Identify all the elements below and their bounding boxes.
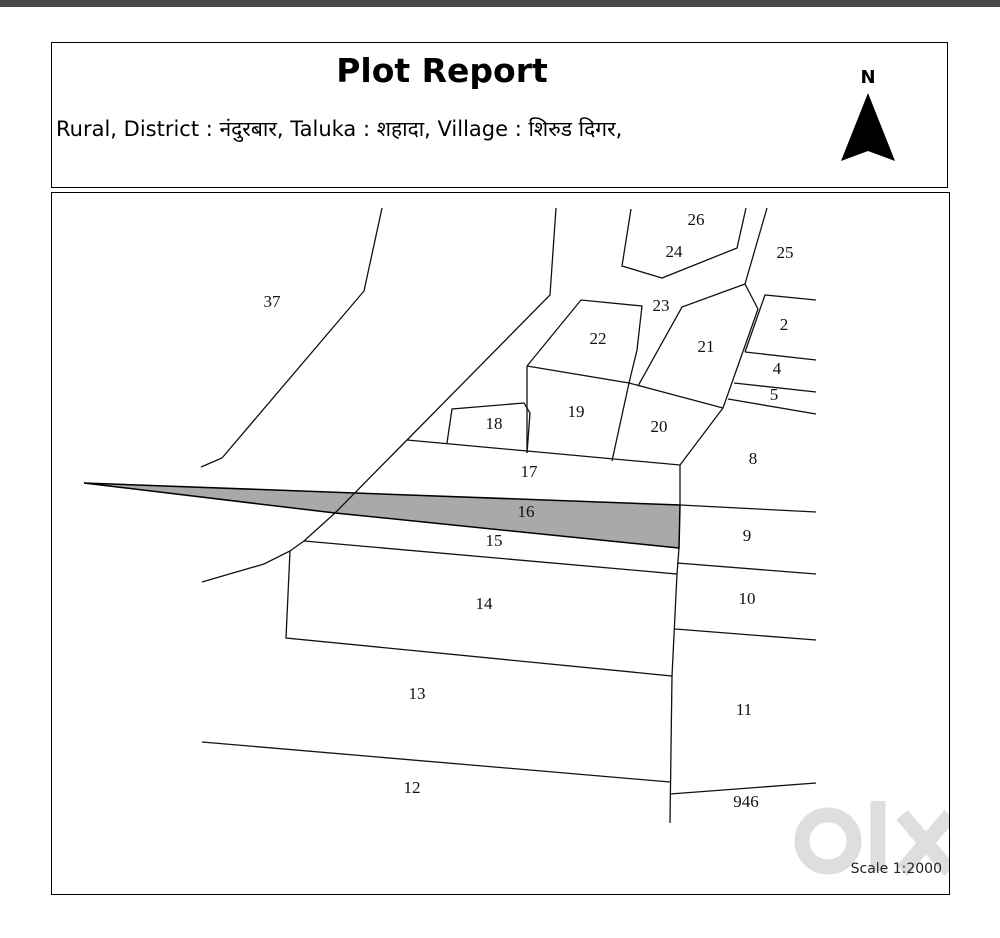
plot-label: 20 xyxy=(651,417,668,436)
plot-label: 26 xyxy=(688,210,705,229)
north-label: N xyxy=(860,67,876,88)
plot-label: 11 xyxy=(736,700,752,719)
plot-label-highlighted: 16 xyxy=(518,502,535,521)
plot-label: 17 xyxy=(521,462,539,481)
boundary-line xyxy=(674,628,817,641)
plot-label: 10 xyxy=(739,589,756,608)
plot-map: 26 24 25 37 23 22 2 21 4 5 19 18 20 8 17… xyxy=(51,192,950,895)
north-arrow-icon xyxy=(841,93,895,161)
boundary-line xyxy=(744,207,768,310)
page-title: Plot Report xyxy=(336,51,548,90)
boundary-line xyxy=(611,382,630,462)
plot-label: 25 xyxy=(777,243,794,262)
boundary-line xyxy=(744,351,817,361)
boundary-line xyxy=(676,562,817,575)
plot-label: 946 xyxy=(733,792,759,811)
plot-label: 21 xyxy=(698,337,715,356)
boundary-line xyxy=(744,294,817,353)
map-scale: Scale 1:2000 xyxy=(850,861,942,877)
plot-label: 22 xyxy=(590,329,607,348)
top-status-bar xyxy=(0,0,1000,7)
plot-labels: 26 24 25 37 23 22 2 21 4 5 19 18 20 8 17… xyxy=(264,210,794,811)
location-line: Rural, District : नंदुरबार, Taluka : शहा… xyxy=(56,117,623,141)
plot-label: 9 xyxy=(743,526,752,545)
report-header: Plot Report Rural, District : नंदुरबार, … xyxy=(51,42,948,188)
plot-label: 24 xyxy=(666,242,684,261)
plot-label: 13 xyxy=(409,684,426,703)
boundary-line xyxy=(669,782,817,795)
boundary-line xyxy=(679,308,759,466)
plot-label: 23 xyxy=(653,296,670,315)
plot-label: 12 xyxy=(404,778,421,797)
boundary-line xyxy=(621,207,747,279)
map-canvas: 26 24 25 37 23 22 2 21 4 5 19 18 20 8 17… xyxy=(83,207,817,824)
north-arrow: N xyxy=(838,67,898,167)
plot-label: 37 xyxy=(264,292,282,311)
olx-logo-icon xyxy=(794,801,949,876)
boundary-line xyxy=(446,402,531,454)
boundary-line xyxy=(406,439,681,466)
boundary-line xyxy=(285,550,678,677)
boundary-line xyxy=(727,398,817,415)
plot-label: 14 xyxy=(476,594,494,613)
boundary-line xyxy=(637,283,746,387)
plot-label: 5 xyxy=(770,385,779,404)
plot-label: 4 xyxy=(773,359,782,378)
boundary-line xyxy=(669,675,673,824)
boundary-line xyxy=(679,504,817,513)
boundary-line xyxy=(200,207,383,468)
plot-label: 18 xyxy=(486,414,503,433)
plot-label: 2 xyxy=(780,315,789,334)
plot-label: 19 xyxy=(568,402,585,421)
plot-label: 15 xyxy=(486,531,503,550)
boundary-line xyxy=(201,207,557,583)
plot-label: 8 xyxy=(749,449,758,468)
boundary-line xyxy=(733,382,817,393)
boundary-line xyxy=(526,299,643,384)
boundary-line xyxy=(201,741,671,783)
plot-16-highlight[interactable] xyxy=(83,482,681,549)
